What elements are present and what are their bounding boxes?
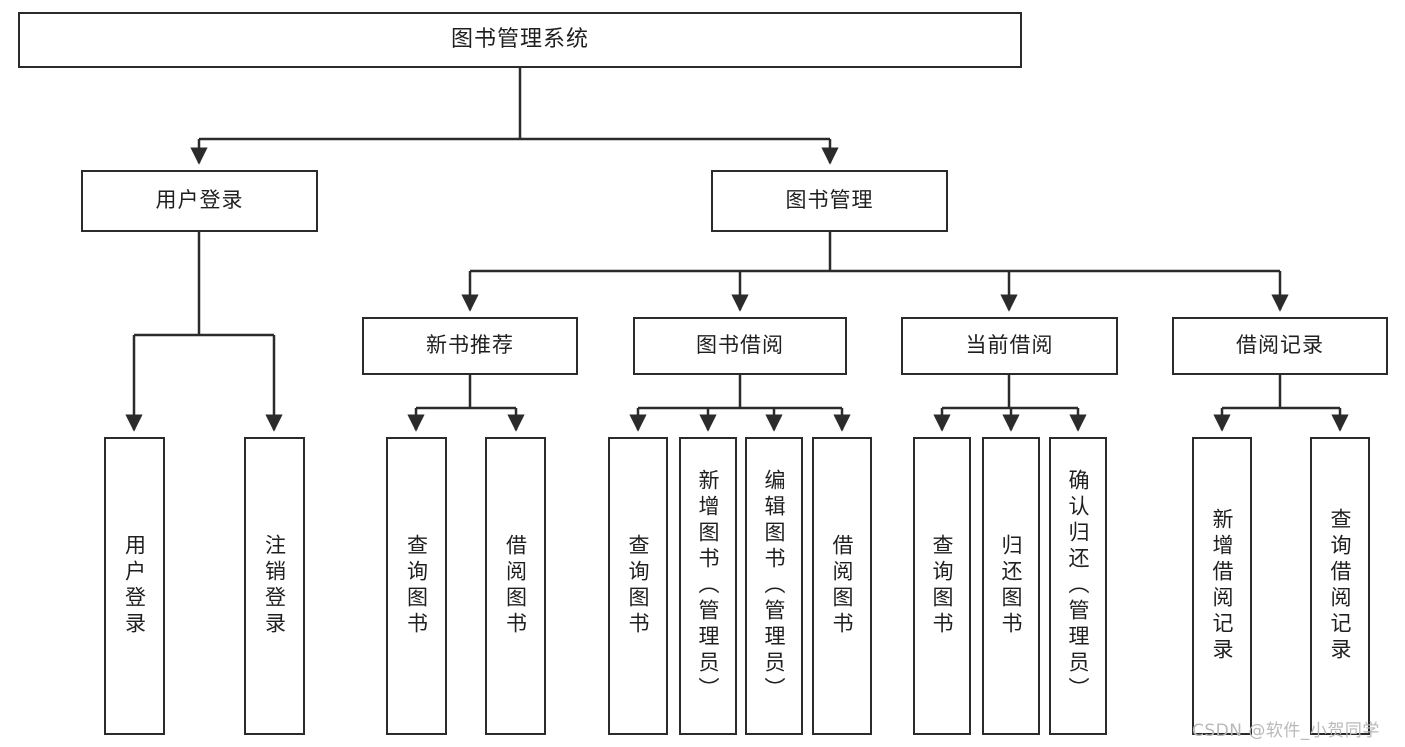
node-label: 查询图书 [404, 534, 429, 638]
node-borrowing-record[interactable]: 借阅记录 [1172, 317, 1388, 375]
node-label: 借阅图书 [830, 534, 855, 638]
leaf-borrow-book-borrowing[interactable]: 借阅图书 [812, 437, 872, 735]
node-user-login[interactable]: 用户登录 [81, 170, 318, 232]
leaf-return-book[interactable]: 归还图书 [982, 437, 1040, 735]
leaf-add-borrow-record[interactable]: 新增借阅记录 [1192, 437, 1252, 735]
node-label: 新增借阅记录 [1210, 508, 1235, 664]
leaf-query-book-recommendation[interactable]: 查询图书 [386, 437, 447, 735]
node-label: 注销登录 [262, 534, 287, 638]
leaf-confirm-return-admin[interactable]: 确认归还（管理员） [1049, 437, 1107, 735]
node-label: 借阅记录 [1236, 333, 1324, 358]
node-label: 查询图书 [626, 534, 651, 638]
node-label: 归还图书 [999, 534, 1024, 638]
leaf-logout[interactable]: 注销登录 [244, 437, 305, 735]
leaf-user-login[interactable]: 用户登录 [104, 437, 165, 735]
node-label: 查询借阅记录 [1328, 508, 1353, 664]
node-root-book-management-system[interactable]: 图书管理系统 [18, 12, 1022, 68]
node-label: 编辑图书（管理员） [762, 469, 787, 703]
node-label: 用户登录 [122, 534, 147, 638]
node-label: 确认归还（管理员） [1066, 469, 1091, 703]
node-label: 图书借阅 [696, 333, 784, 358]
watermark: CSDN @软件_小贺同学 [1192, 721, 1380, 741]
node-label: 查询图书 [930, 534, 955, 638]
node-label: 图书管理系统 [450, 26, 589, 52]
node-label: 当前借阅 [965, 333, 1054, 358]
leaf-query-book-current[interactable]: 查询图书 [913, 437, 971, 735]
node-label: 新增图书（管理员） [696, 469, 721, 703]
node-label: 借阅图书 [503, 534, 528, 638]
leaf-query-borrow-record[interactable]: 查询借阅记录 [1310, 437, 1370, 735]
leaf-borrow-book-recommendation[interactable]: 借阅图书 [485, 437, 546, 735]
leaf-edit-book-admin[interactable]: 编辑图书（管理员） [745, 437, 803, 735]
node-book-borrowing[interactable]: 图书借阅 [633, 317, 847, 375]
node-label: 新书推荐 [426, 333, 514, 358]
leaf-query-book-borrowing[interactable]: 查询图书 [608, 437, 668, 735]
node-book-management[interactable]: 图书管理 [711, 170, 948, 232]
leaf-add-book-admin[interactable]: 新增图书（管理员） [679, 437, 737, 735]
node-current-borrowing[interactable]: 当前借阅 [901, 317, 1118, 375]
node-label: 图书管理 [785, 188, 874, 213]
node-label: 用户登录 [155, 188, 244, 213]
node-new-book-recommendation[interactable]: 新书推荐 [362, 317, 578, 375]
